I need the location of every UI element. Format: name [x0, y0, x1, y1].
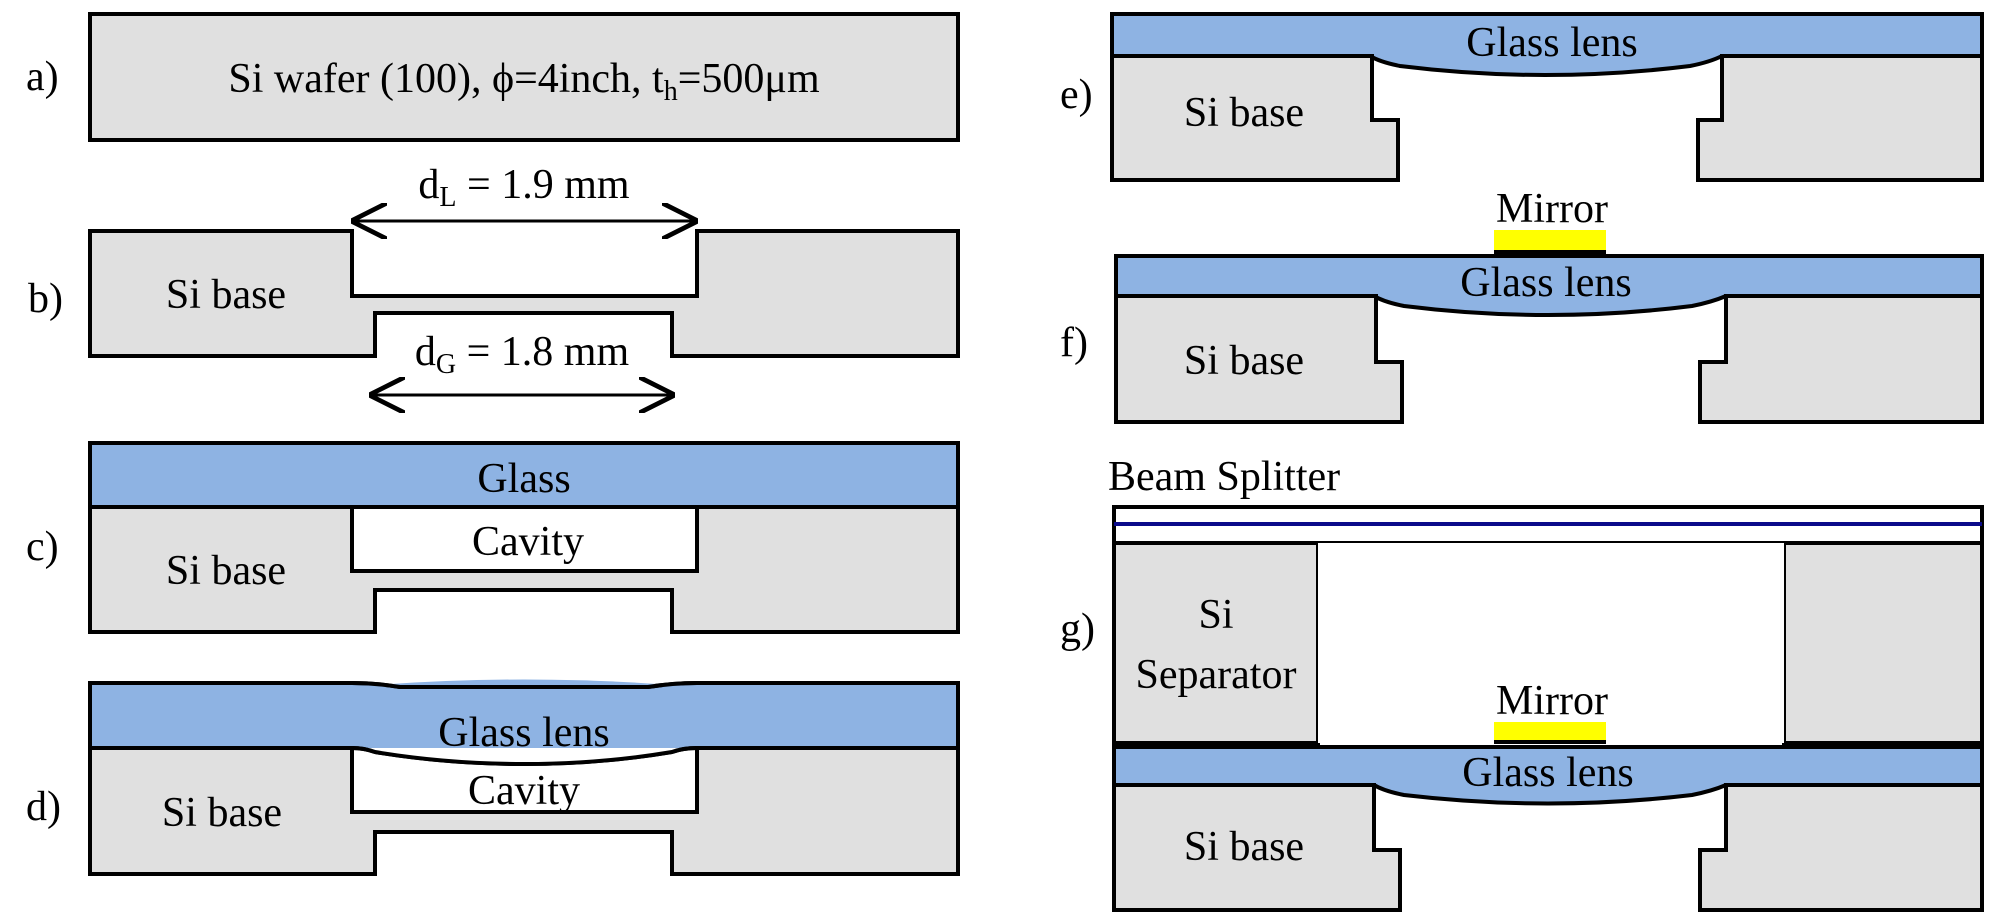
step-c-label: c): [26, 524, 59, 570]
si-base-d-label: Si base: [162, 790, 282, 836]
mirror-f-label: Mirror: [1496, 186, 1608, 232]
cavity-c-label: Cavity: [472, 519, 584, 565]
dL-label: dL = 1.9 mm: [418, 162, 629, 213]
mirror-g-label: Mirror: [1496, 678, 1608, 724]
step-e-label: e): [1060, 72, 1093, 118]
si-base-e-right: [1696, 54, 1984, 182]
si-base-e-label: Si base: [1184, 90, 1304, 136]
si-separator-right: [1782, 541, 1984, 745]
glass-lens-f-label: Glass lens: [1460, 260, 1632, 306]
step-f: f) Mirror Glass lens Si base: [1060, 186, 1984, 424]
step-d-label: d): [26, 784, 61, 830]
glass-lens-g-label: Glass lens: [1462, 750, 1634, 796]
mirror-g: [1494, 722, 1606, 740]
si-separator-left: [1112, 541, 1320, 745]
glass-lens-d-top: [90, 681, 958, 689]
step-d: d) Glass lens Si base Cavity: [26, 679, 960, 876]
si-separator-label-line2: Separator: [1136, 652, 1297, 698]
glass-layer-c: [88, 441, 960, 509]
si-base-b: [88, 229, 960, 358]
glass-c-label: Glass: [477, 456, 570, 502]
si-wafer: [88, 12, 960, 142]
si-base-e-left: [1110, 54, 1400, 182]
si-base-c: [88, 505, 960, 634]
glass-lens-e: [1110, 12, 1984, 77]
cavity-d-label: Cavity: [468, 768, 580, 814]
si-base-b-label: Si base: [166, 272, 286, 318]
si-separator-label-line1: Si: [1198, 592, 1233, 638]
si-wafer-label: Si wafer (100), ϕ=4inch, th=500μm: [228, 56, 820, 107]
si-base-f-right: [1698, 294, 1984, 424]
si-base-c-label: Si base: [166, 548, 286, 594]
separator-gap: [1318, 543, 1784, 743]
step-f-label: f): [1060, 320, 1088, 366]
si-base-f-left: [1114, 294, 1404, 424]
glass-lens-g: [1112, 745, 1984, 806]
step-e: e) Glass lens Si base: [1060, 12, 1984, 182]
glass-lens-e-bar: [1112, 14, 1982, 56]
step-g-label: g): [1060, 606, 1095, 652]
step-b: b) Si base dL = 1.9 mm dG = 1.8 mm: [28, 162, 960, 395]
dG-label: dG = 1.8 mm: [415, 329, 630, 380]
step-c: c) Glass Si base Cavity: [26, 441, 960, 634]
step-a: a) Si wafer (100), ϕ=4inch, th=500μm: [26, 12, 960, 142]
glass-lens-g-bar: [1114, 747, 1982, 785]
step-b-label: b): [28, 276, 63, 322]
si-base-g-left: [1112, 783, 1402, 912]
glass-lens-e-label: Glass lens: [1466, 20, 1638, 66]
si-base-g-right: [1698, 783, 1984, 912]
mirror-f: [1494, 230, 1606, 250]
cavity-d-roof: [351, 746, 698, 767]
si-base-d: [88, 746, 960, 876]
si-base-g-label: Si base: [1184, 824, 1304, 870]
step-a-label: a): [26, 54, 59, 100]
beam-splitter-label: Beam Splitter: [1108, 454, 1340, 500]
glass-lens-f-bar: [1116, 256, 1982, 296]
si-base-f-label: Si base: [1184, 338, 1304, 384]
step-g: g) Beam Splitter Si Separator Mirror Gla…: [1060, 454, 1984, 912]
glass-lens-f: [1114, 254, 1984, 317]
